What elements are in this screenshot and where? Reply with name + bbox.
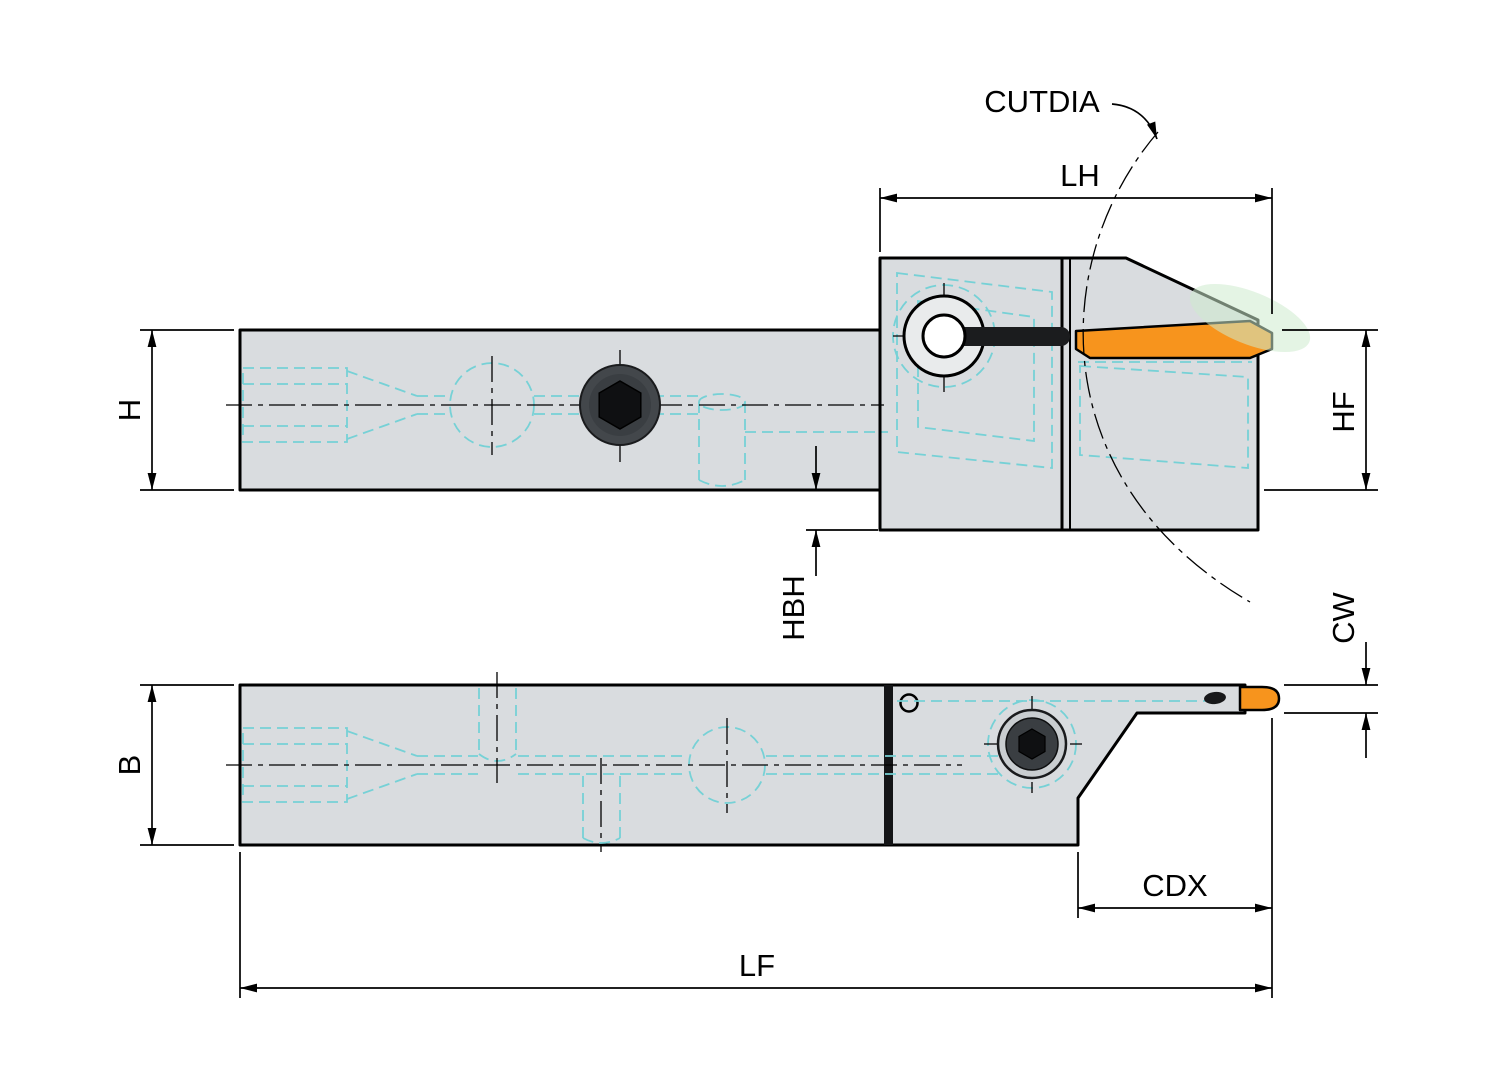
hidden-line <box>346 413 418 440</box>
hex-socket-icon <box>1018 728 1046 760</box>
hidden-line <box>698 479 746 487</box>
hex-socket-icon <box>598 380 642 430</box>
dim-label-cutdia: CUTDIA <box>984 84 1100 119</box>
clamp-bore-inner <box>921 313 967 359</box>
dim-h: H <box>112 329 234 491</box>
side-view-body <box>238 256 1260 532</box>
clamp-mechanism <box>902 294 1070 378</box>
dim-label-b: B <box>112 755 147 776</box>
hidden-pocket <box>917 299 1035 443</box>
hidden-line <box>346 730 418 757</box>
dim-label-lh: LH <box>1060 158 1100 193</box>
dowel-hole <box>899 693 919 713</box>
hidden-pocket <box>896 271 1053 469</box>
dim-lf: LF <box>239 852 1272 998</box>
dim-cw: CW <box>1284 591 1378 758</box>
dim-label-cw: CW <box>1326 591 1361 643</box>
hidden-line <box>346 370 418 397</box>
hex-socket-screw-side <box>579 364 661 446</box>
dim-label-hbh: HBH <box>776 575 811 640</box>
dim-label-h: H <box>112 399 147 421</box>
hidden-pocket <box>1079 365 1249 469</box>
dim-cutdia: CUTDIA <box>984 84 1251 603</box>
dim-label-cdx: CDX <box>1142 868 1208 903</box>
clamp-screw-plan <box>996 708 1068 780</box>
hidden-line <box>582 837 621 844</box>
dim-hf: HF <box>1264 329 1378 491</box>
clamp-pin <box>952 327 1070 346</box>
dim-b: B <box>112 684 234 846</box>
plan-view <box>226 672 1281 852</box>
dim-lh: LH <box>879 158 1273 314</box>
dim-hbh: HBH <box>776 446 878 641</box>
side-view <box>226 256 1311 532</box>
dim-label-hf: HF <box>1326 391 1361 432</box>
insert-screw-plan <box>1204 691 1226 705</box>
dim-cdx: CDX <box>1077 718 1273 998</box>
insert-highlight <box>1189 284 1311 352</box>
leader-line <box>1111 103 1158 140</box>
hidden-line <box>346 773 418 800</box>
cutting-insert-plan <box>1238 685 1281 712</box>
dim-label-lf: LF <box>739 948 775 983</box>
